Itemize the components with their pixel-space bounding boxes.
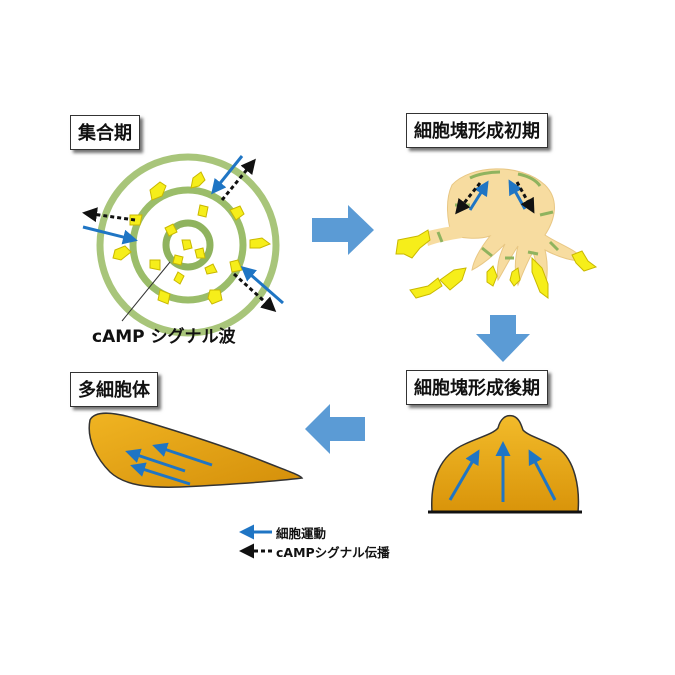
amoeba-cell	[149, 259, 161, 271]
slug-body	[88, 412, 304, 488]
camp-wave-segment	[481, 246, 493, 258]
cell-movement-arrow	[130, 462, 191, 486]
camp-signal-arrow	[220, 158, 256, 201]
aggregation-illustration	[82, 153, 284, 337]
camp-wave-segment	[517, 172, 542, 187]
flow-arrow-right	[312, 205, 374, 255]
cell-movement-arrow	[528, 449, 557, 501]
amoeba-cell	[571, 250, 598, 272]
amoeba-cell	[129, 214, 143, 226]
cell-mound	[431, 414, 580, 513]
amoeba-cell	[486, 265, 498, 287]
camp-wave-ring-inner	[162, 219, 214, 271]
aggregation-stream	[447, 168, 584, 292]
camp-wave-ring-outer	[96, 153, 280, 337]
amoeba-cell	[194, 247, 206, 259]
amoeba-cell	[164, 223, 178, 237]
aggregation-stream	[425, 225, 468, 246]
amoeba-cell	[207, 289, 223, 305]
amoeba-cell	[181, 239, 193, 251]
amoeba-cell	[229, 205, 245, 221]
amoeba-cell	[190, 171, 206, 189]
camp-wave-segment	[436, 231, 444, 243]
amoeba-cell	[149, 181, 167, 201]
flow-arrow-left	[305, 404, 365, 454]
camp-signal-arrow	[515, 181, 535, 214]
cell-movement-arrow	[125, 448, 186, 473]
amoeba-cell	[112, 245, 132, 261]
cell-movement-arrow	[468, 180, 489, 211]
flow-arrow-down	[476, 315, 530, 362]
stage-label-aggregation: 集合期	[70, 115, 140, 150]
late-mound-illustration	[428, 414, 582, 514]
cell-movement-arrow	[82, 225, 138, 245]
amoeba-cell	[249, 237, 272, 249]
early-mound-illustration	[395, 168, 598, 299]
camp-signal-arrow	[232, 272, 277, 313]
cell-movement-arrow	[152, 442, 213, 467]
amoeba-cell	[173, 271, 185, 285]
cell-movement-arrow	[240, 266, 284, 305]
amoeba-cell	[157, 289, 171, 305]
camp-wave-segment	[527, 250, 539, 256]
cell-movement-arrow	[448, 449, 480, 501]
stage-label-late-mound: 細胞塊形成後期	[406, 370, 548, 405]
amoeba-cell	[509, 267, 521, 287]
amoeba-cell	[395, 229, 431, 259]
legend-cell-movement: 細胞運動	[276, 523, 326, 542]
wave-label-pointer	[121, 261, 171, 322]
legend-cell-movement-text: 細胞運動	[276, 526, 327, 541]
stage-label-multicellular: 多細胞体	[70, 372, 158, 407]
camp-wave-segment	[539, 210, 554, 217]
amoeba-cell	[439, 267, 467, 291]
amoeba-cell	[409, 277, 443, 299]
multicellular-illustration	[88, 412, 304, 488]
cell-movement-arrow	[211, 155, 244, 195]
camp-wave-segment	[469, 170, 501, 180]
camp-signal-arrow	[82, 207, 136, 223]
camp-signal-arrow	[455, 182, 482, 215]
camp-wave-segment	[548, 240, 560, 252]
camp-wave-ring-middle	[129, 186, 247, 304]
amoeba-cell	[197, 204, 209, 218]
legend-camp-signal: cAMPシグナル伝播	[276, 542, 390, 561]
amoeba-cell	[531, 256, 549, 299]
legend-camp-signal-text: cAMPシグナル伝播	[276, 545, 390, 560]
stage-label-early-mound: 細胞塊形成初期	[406, 113, 548, 148]
camp-wave-label: cAMP シグナル波	[92, 327, 236, 347]
amoeba-cell	[204, 263, 218, 275]
amoeba-cell	[172, 254, 184, 266]
